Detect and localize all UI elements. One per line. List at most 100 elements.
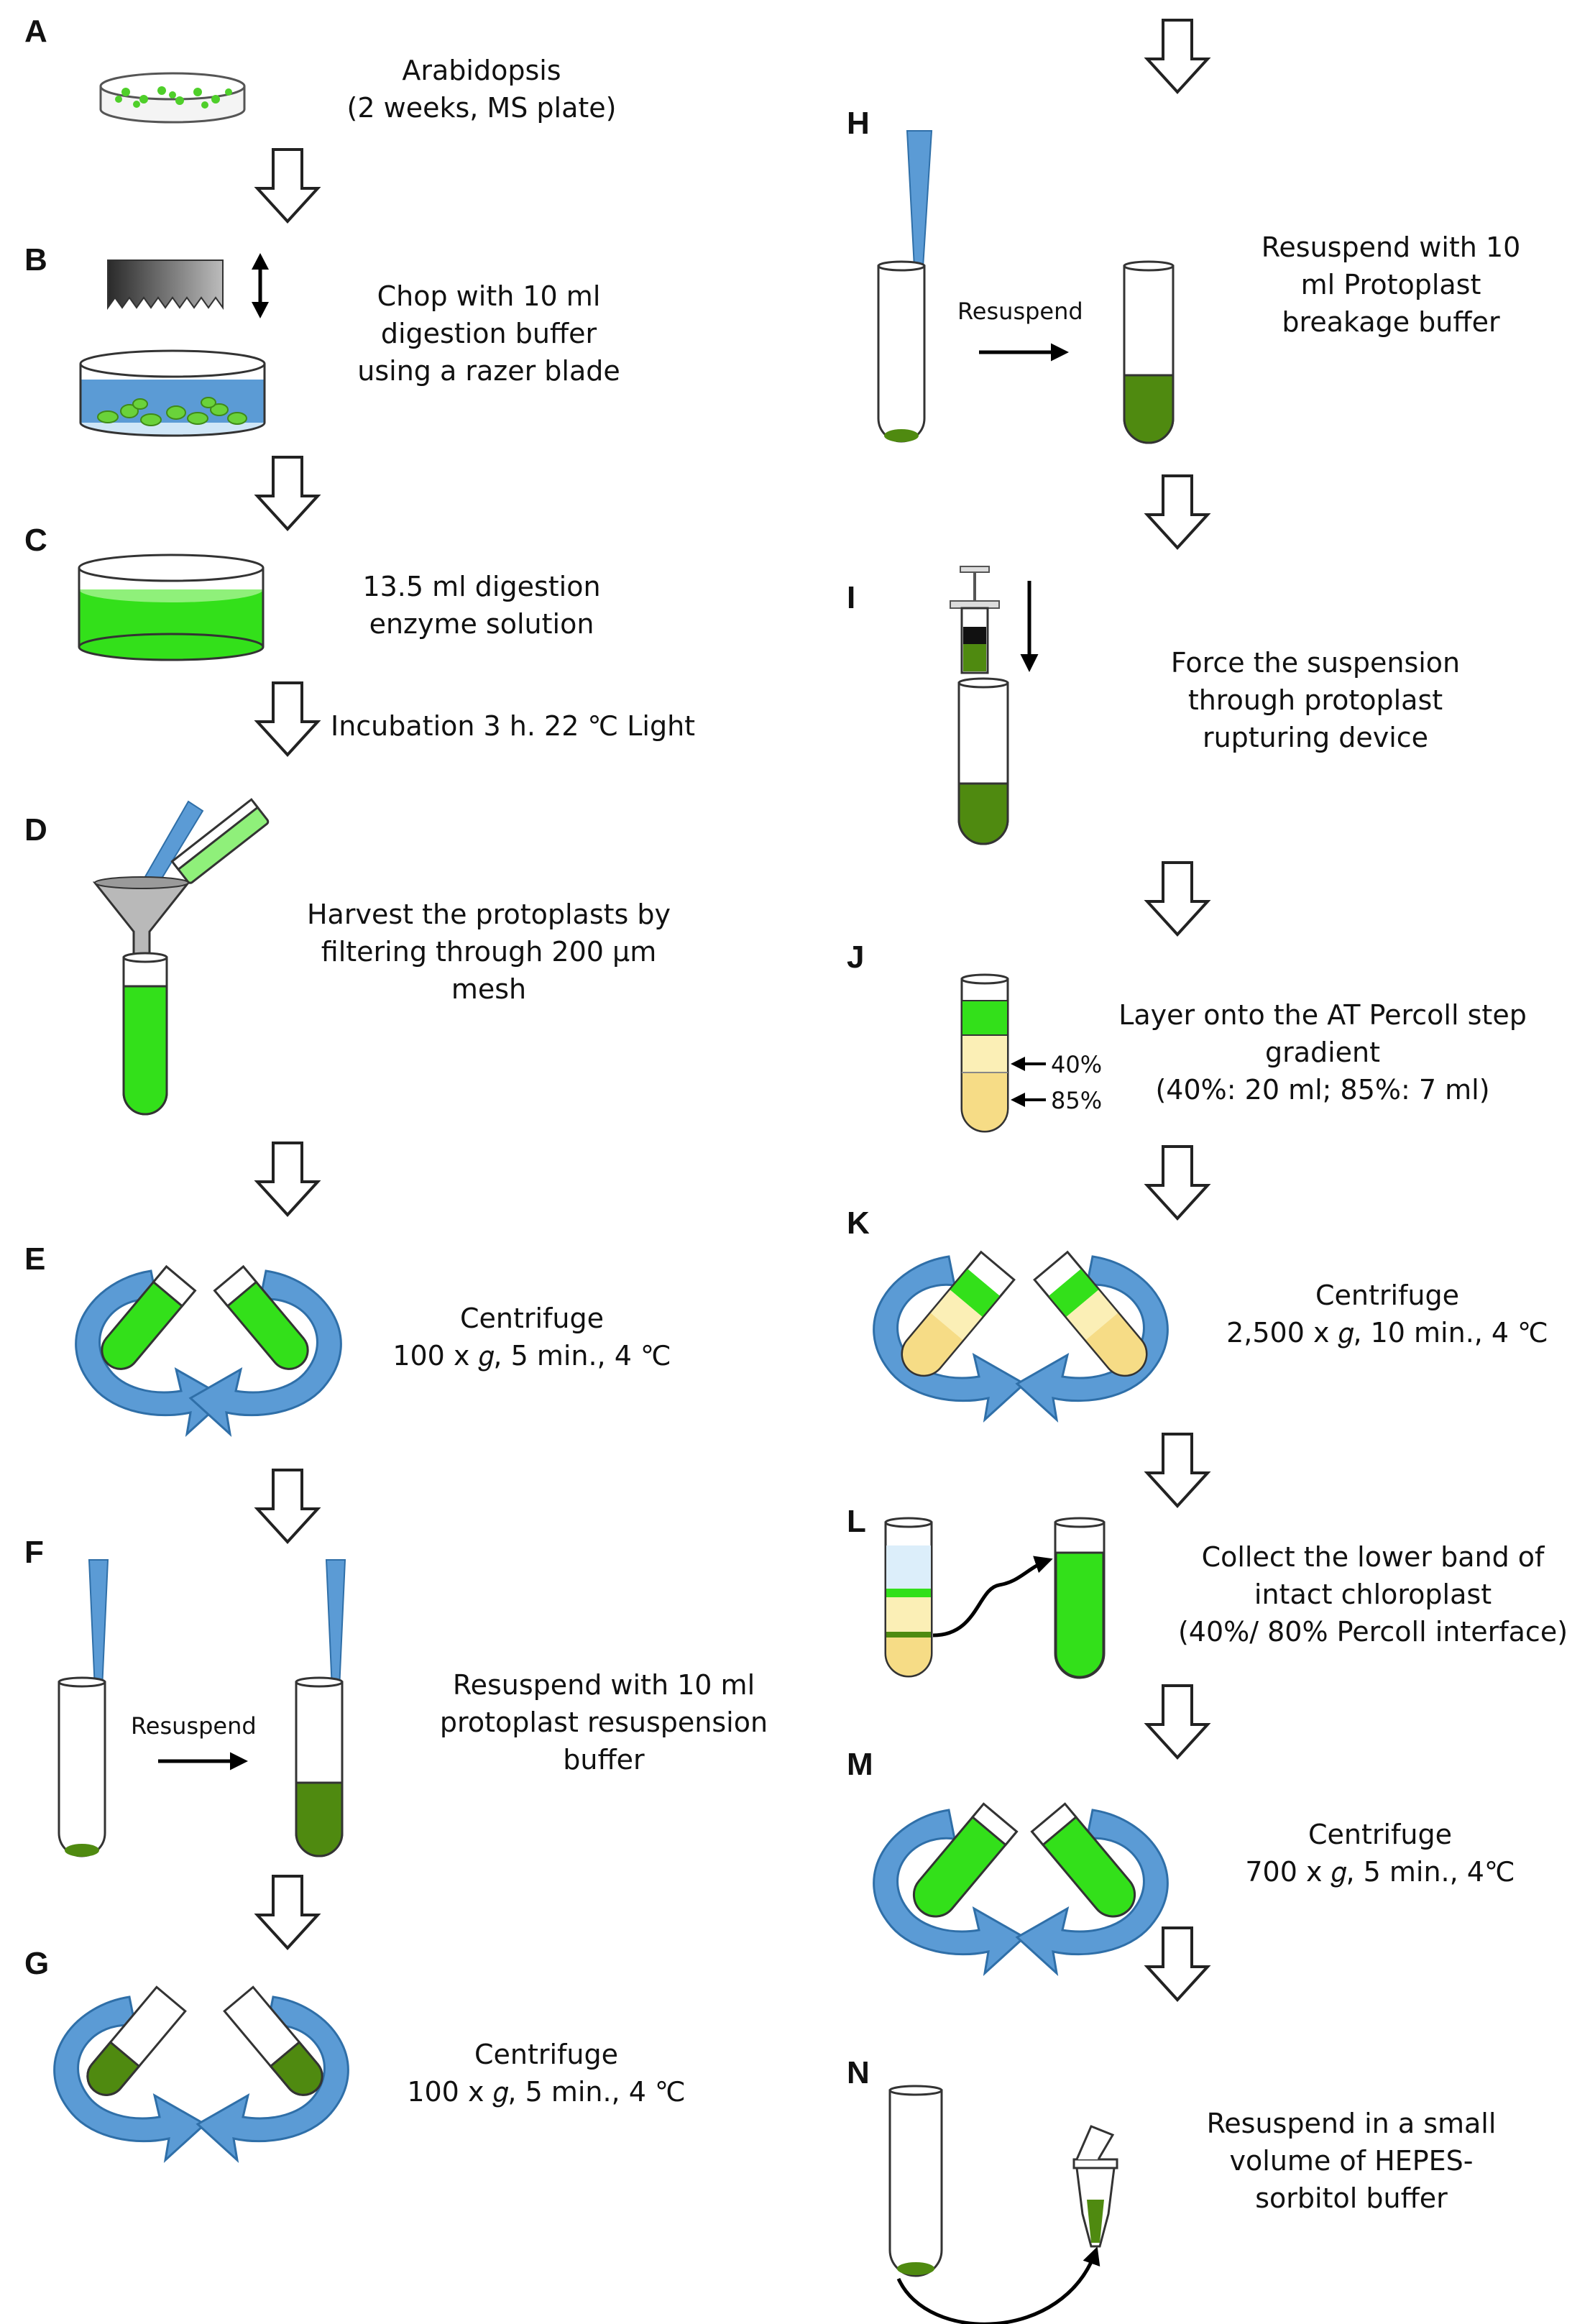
caption-h-line-1: Resuspend with 10 xyxy=(1261,231,1521,263)
flow-arrow-ab xyxy=(256,148,319,223)
step-label-k: K xyxy=(847,1205,870,1241)
tube-green-d xyxy=(122,952,168,1116)
caption-l-line-1: Collect the lower band of xyxy=(1201,1541,1545,1573)
flow-arrow-lm xyxy=(1146,1684,1209,1759)
tube-green-m-left xyxy=(912,1802,1019,1918)
caption-d-line-2: filtering through 200 μm xyxy=(321,936,657,968)
caption-b-line-2: digestion buffer xyxy=(380,318,597,349)
flow-arrow-bc xyxy=(256,456,319,531)
caption-n: Resuspend in a small volume of HEPES- so… xyxy=(1186,2105,1517,2217)
tube-green-e-left xyxy=(101,1264,197,1370)
razor-blade xyxy=(107,260,224,311)
caption-f: Resuspend with 10 ml protoplast resuspen… xyxy=(424,1666,783,1778)
step-label-b: B xyxy=(24,242,47,277)
caption-f-line-1: Resuspend with 10 ml xyxy=(452,1669,755,1701)
resuspend-label-h: Resuspend xyxy=(957,298,1083,325)
up-down-arrow xyxy=(252,253,269,318)
tube-collected-l xyxy=(1054,1517,1106,1679)
caption-m-line-1: Centrifuge xyxy=(1308,1819,1453,1850)
caption-n-line-1: Resuspend in a small xyxy=(1206,2108,1497,2139)
caption-h: Resuspend with 10 ml Protoplast breakage… xyxy=(1229,229,1553,341)
flow-arrow-top-right xyxy=(1146,19,1209,93)
caption-m: Centrifuge 700 x 𝑔, 5 min., 4℃ xyxy=(1222,1816,1538,1891)
caption-h-line-2: ml Protoplast xyxy=(1300,269,1481,300)
caption-j: Layer onto the AT Percoll step gradient … xyxy=(1114,996,1531,1108)
caption-i-line-2: through protoplast xyxy=(1187,684,1443,716)
caption-a-line-1: Arabidopsis xyxy=(402,55,561,86)
caption-k: Centrifuge 2,500 x 𝑔, 10 min., 4 ℃ xyxy=(1222,1277,1553,1351)
tube-pellet-f xyxy=(58,1676,106,1857)
step-label-m: M xyxy=(847,1747,873,1782)
tube-pellet-h xyxy=(877,260,926,443)
petri-dish-seedlings xyxy=(99,72,246,124)
incubation-text: Incubation 3 h. 22 ℃ Light xyxy=(331,710,696,742)
microtube-n xyxy=(1072,2125,1118,2248)
step-label-i: I xyxy=(847,580,856,615)
caption-g: Centrifuge 100 x 𝑔, 5 min., 4 ℃ xyxy=(388,2036,704,2111)
step-label-d: D xyxy=(24,812,47,848)
caption-h-line-3: breakage buffer xyxy=(1282,306,1500,338)
funnel xyxy=(92,876,191,965)
caption-f-line-3: buffer xyxy=(563,1744,645,1776)
caption-d-line-1: Harvest the protoplasts by xyxy=(306,899,671,930)
step-label-a: A xyxy=(24,14,47,49)
pipette-f-right xyxy=(325,1559,346,1690)
caption-i-line-1: Force the suspension xyxy=(1170,647,1461,679)
caption-j-line-1: Layer onto the AT Percoll step xyxy=(1118,999,1527,1031)
transfer-arrow-l xyxy=(932,1556,1053,1638)
flow-arrow-jk xyxy=(1146,1145,1209,1220)
caption-n-line-3: sorbitol buffer xyxy=(1255,2182,1448,2214)
tube-gradient-k-left xyxy=(901,1250,1016,1377)
flow-arrow-mn xyxy=(1146,1926,1209,2001)
flow-arrow-kl xyxy=(1146,1433,1209,1507)
caption-b-line-3: using a razer blade xyxy=(357,355,620,387)
band-label-40: 40% xyxy=(1051,1051,1103,1078)
tilted-dish xyxy=(170,798,270,884)
flow-arrow-hi xyxy=(1146,474,1209,549)
step-label-h: H xyxy=(847,106,870,141)
caption-c: 13.5 ml digestion enzyme solution xyxy=(331,568,633,643)
caption-k-line-1: Centrifuge xyxy=(1315,1280,1460,1311)
resuspend-label-f: Resuspend xyxy=(131,1712,257,1740)
band-label-85: 85% xyxy=(1051,1087,1103,1114)
caption-d: Harvest the protoplasts by filtering thr… xyxy=(302,896,676,1008)
tube-gradient-k-right xyxy=(1033,1250,1148,1377)
caption-l-line-2: intact chloroplast xyxy=(1254,1579,1492,1610)
flow-arrow-ij xyxy=(1146,861,1209,936)
caption-a-line-2: (2 weeks, MS plate) xyxy=(346,92,617,124)
caption-m-line-2: 700 x 𝑔, 5 min., 4℃ xyxy=(1245,1856,1515,1888)
gradient-tube-j xyxy=(960,973,1009,1133)
caption-e-line-2: 100 x 𝑔, 5 min., 4 ℃ xyxy=(392,1340,671,1372)
dish-enzyme-solution xyxy=(78,554,265,661)
tube-i xyxy=(957,677,1009,845)
step-label-j: J xyxy=(847,940,865,975)
step-label-e: E xyxy=(24,1241,46,1277)
caption-i: Force the suspension through protoplast … xyxy=(1150,644,1481,756)
step-label-l: L xyxy=(847,1504,866,1539)
caption-l: Collect the lower band of intact chlorop… xyxy=(1164,1538,1581,1650)
step-label-c: C xyxy=(24,523,47,558)
caption-f-line-2: protoplast resuspension xyxy=(439,1707,768,1738)
caption-d-line-3: mesh xyxy=(451,973,527,1005)
caption-b-line-1: Chop with 10 ml xyxy=(377,280,601,312)
caption-l-line-3: (40%/ 80% Percoll interface) xyxy=(1177,1616,1568,1648)
dish-with-chopped-leaves xyxy=(79,349,266,437)
pipette-f-left xyxy=(88,1559,109,1690)
tube-banded-l xyxy=(884,1517,933,1678)
caption-k-line-2: 2,500 x 𝑔, 10 min., 4 ℃ xyxy=(1226,1317,1548,1349)
caption-b: Chop with 10 ml digestion buffer using a… xyxy=(331,277,647,390)
tube-pellet-n xyxy=(888,2085,943,2277)
caption-e-line-1: Centrifuge xyxy=(459,1303,605,1334)
caption-g-line-1: Centrifuge xyxy=(474,2039,619,2070)
tube-pellet-g-right xyxy=(223,1985,323,2096)
caption-a: Arabidopsis (2 weeks, MS plate) xyxy=(302,52,661,127)
pipette-h xyxy=(906,130,933,268)
flow-arrow-fg xyxy=(256,1875,319,1949)
flow-arrow-de xyxy=(256,1142,319,1216)
incubation-caption: Incubation 3 h. 22 ℃ Light xyxy=(331,707,696,745)
caption-j-line-2: gradient xyxy=(1264,1037,1381,1068)
caption-c-line-1: 13.5 ml digestion xyxy=(362,571,601,602)
caption-g-line-2: 100 x 𝑔, 5 min., 4 ℃ xyxy=(407,2076,686,2108)
